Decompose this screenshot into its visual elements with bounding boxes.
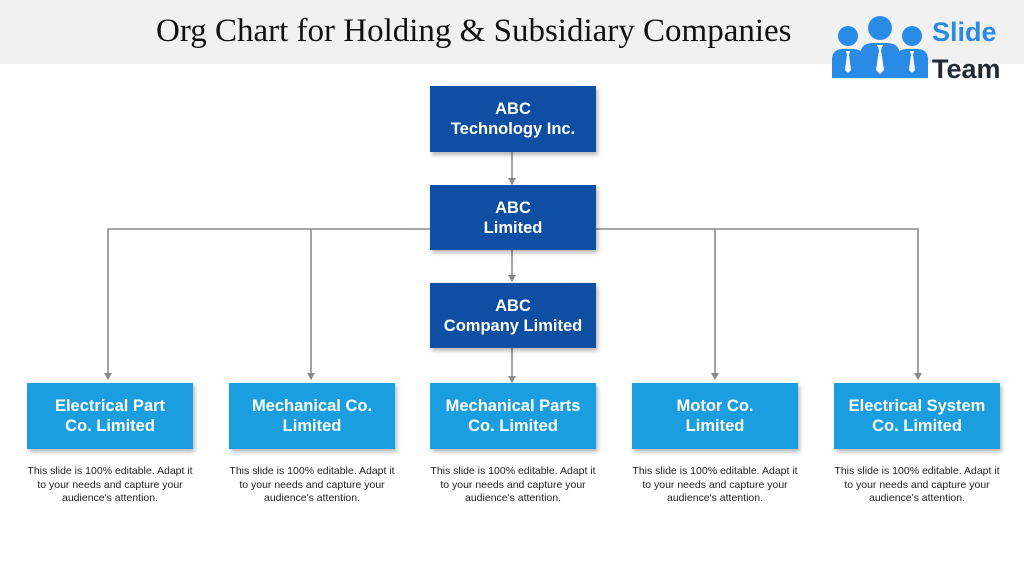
node-abc-company-limited: ABC Company Limited (430, 283, 596, 348)
connector-left-branch (104, 228, 430, 380)
node-label-line2: Co. Limited (65, 417, 155, 435)
node-label-line1: ABC (495, 296, 531, 315)
node-mechanical-co: Mechanical Co. Limited (229, 383, 395, 449)
people-group-icon (832, 16, 928, 78)
node-description: This slide is 100% editable. Adapt it to… (27, 465, 193, 504)
node-label-line2: Company Limited (443, 316, 583, 335)
node-description: This slide is 100% editable. Adapt it to… (430, 465, 596, 504)
node-label-line1: Mechanical Parts (445, 397, 581, 415)
node-label-line2: Limited (282, 417, 342, 435)
node-electrical-system: Electrical System Co. Limited (834, 383, 1000, 449)
node-description: This slide is 100% editable. Adapt it to… (229, 465, 395, 504)
node-label-line1: ABC (495, 100, 531, 118)
connector-right-branch (596, 228, 922, 380)
node-label-line2: Technology Inc. (450, 120, 576, 138)
node-description: This slide is 100% editable. Adapt it to… (834, 465, 1000, 504)
node-label-line1: Electrical Part (54, 397, 166, 415)
node-electrical-part: Electrical Part Co. Limited (27, 383, 193, 449)
node-description: This slide is 100% editable. Adapt it to… (632, 465, 798, 504)
node-abc-technology: ABC Technology Inc. (430, 86, 596, 152)
slideteam-logo: Slide Team (832, 14, 1012, 84)
node-label-line1: Mechanical Co. (251, 397, 373, 415)
node-label-line2: Co. Limited (468, 417, 558, 435)
node-label-line2: Limited (685, 417, 745, 435)
node-abc-limited: ABC Limited (430, 185, 596, 250)
node-mechanical-parts: Mechanical Parts Co. Limited (430, 383, 596, 449)
logo-text-team: Team (932, 54, 1001, 84)
node-label-line2: Limited (483, 218, 543, 237)
node-label-line1: Motor Co. (676, 397, 754, 415)
node-label-line2: Co. Limited (872, 417, 962, 435)
slide-title: Org Chart for Holding & Subsidiary Compa… (156, 13, 792, 49)
node-label-line1: ABC (495, 198, 531, 217)
logo-text-slide: Slide (932, 17, 997, 47)
node-motor-co: Motor Co. Limited (632, 383, 798, 449)
node-label-line1: Electrical System (848, 397, 986, 415)
